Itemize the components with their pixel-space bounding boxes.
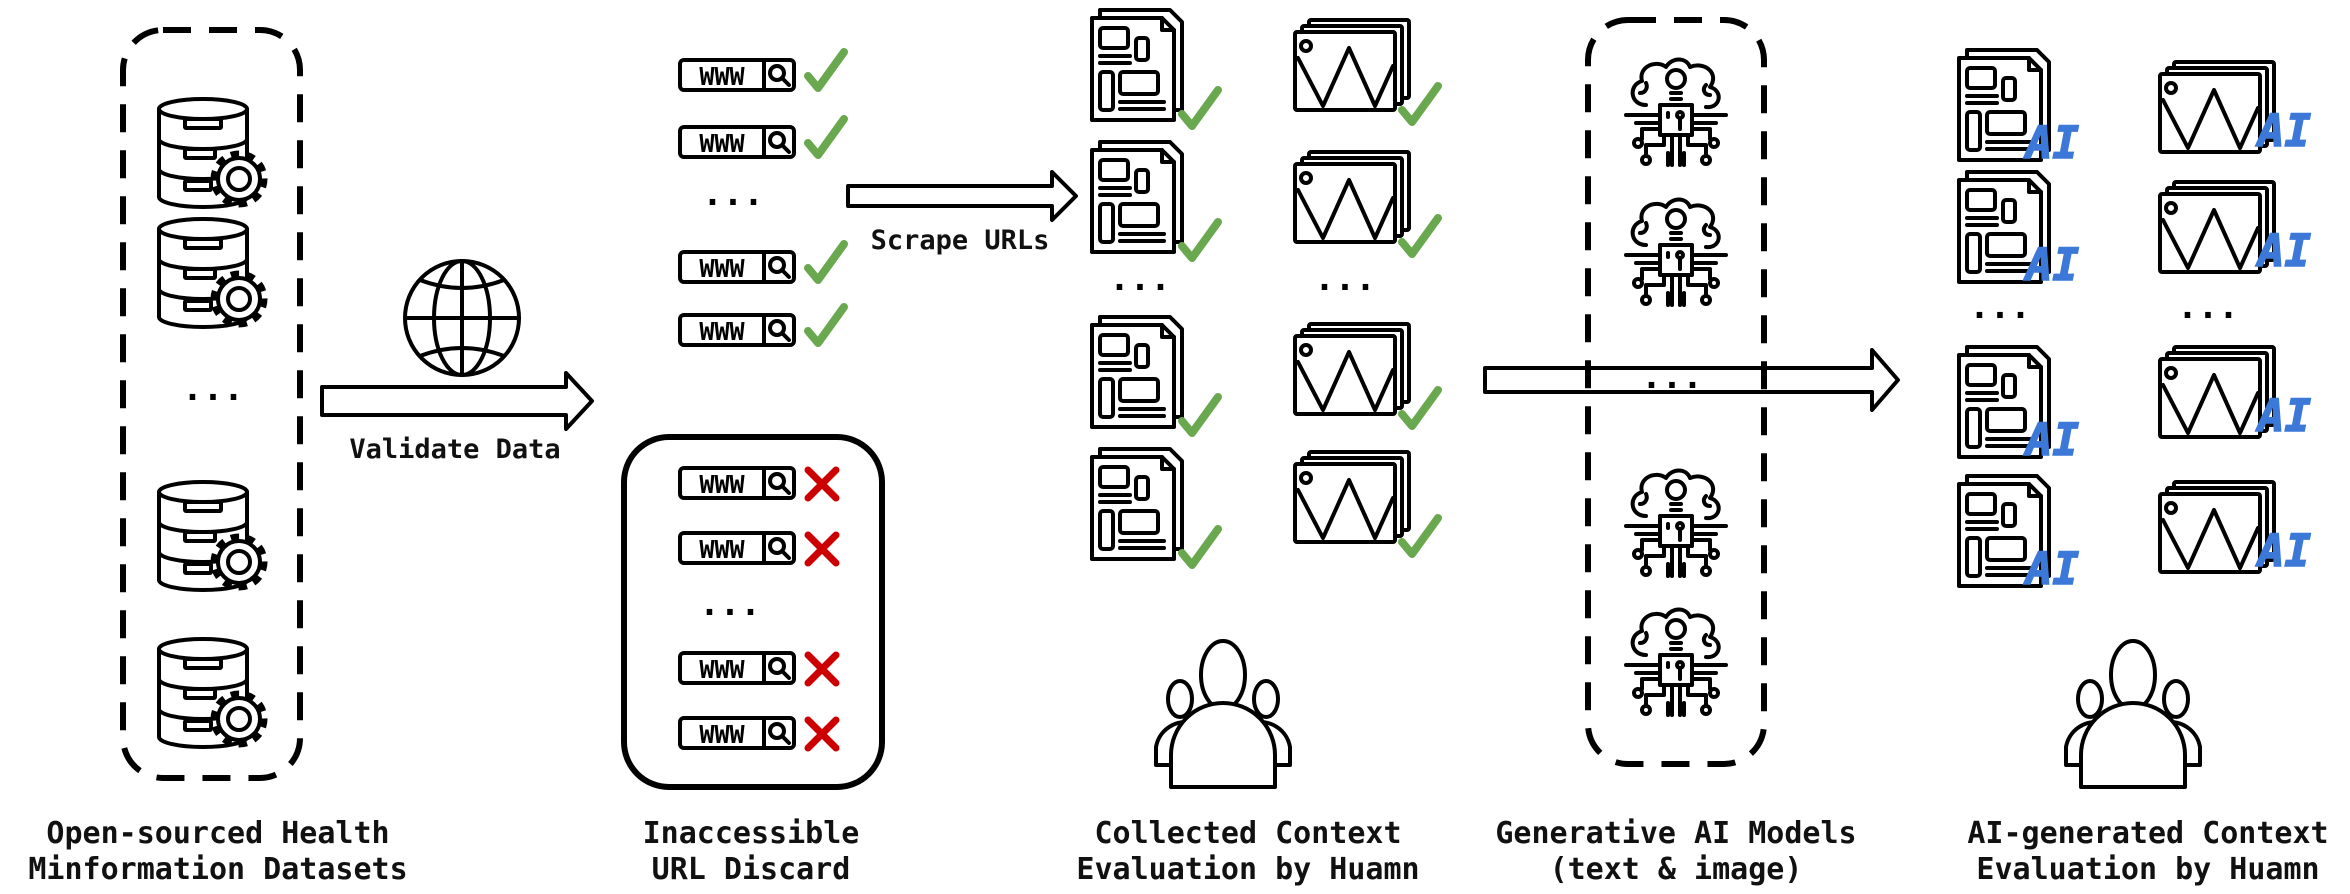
image-stack-icon [2158,345,2276,439]
document-icon [1090,315,1184,429]
check-icon [808,307,844,343]
database-gear-icon [159,219,263,327]
discard-label-line1: Inaccessible [643,816,860,851]
image-stack-icon [2158,480,2276,574]
validate-arrow [320,371,594,431]
url-icon-text: WWW [699,470,745,499]
people-group-icon [1154,639,1292,789]
document-icon [1090,8,1184,122]
cross-icon [808,470,836,498]
ai-brain-circuit-icon [1624,197,1728,307]
ai-brain-circuit-icon [1624,57,1728,167]
ai-badge: AI [2023,544,2079,595]
ai-brain-circuit-icon [1624,468,1728,578]
check-icon [808,244,844,280]
url-icon-text: WWW [699,254,745,283]
models-label-line2: (text & image) [1550,852,1803,887]
ai-images-ellipsis: ... [2177,287,2238,327]
datasets-label-line2: Minformation Datasets [28,852,407,887]
validate-data-label: Validate Data [349,434,560,465]
database-gear-icon [159,99,263,207]
url-icon-text: WWW [699,720,745,749]
database-gear-icon [159,639,263,747]
document-icon [1090,140,1184,254]
collected-images-ellipsis: ... [1314,259,1375,299]
cross-icon [808,535,836,563]
url-icon-text: WWW [699,62,745,91]
ai-docs-ellipsis: ... [1969,287,2030,327]
ai-context-label-line1: AI-generated Context [1967,816,2328,851]
document-icon [1090,447,1184,561]
datasets-label-line1: Open-sourced Health [46,816,389,851]
image-stack-icon [1293,322,1411,416]
url-icon-text: WWW [699,129,745,158]
collected-label-line1: Collected Context [1094,816,1401,851]
database-gear-icon [159,482,263,590]
generate-arrow [1483,348,1900,412]
url-icon-text: WWW [699,317,745,346]
accessible-url-list: WWW WWW WWW WWW [678,52,844,347]
check-icon [1182,397,1218,433]
urls-ellipsis: ... [702,174,763,214]
discard-box [621,434,885,790]
ai-context-label-line2: Evaluation by Huamn [1976,852,2319,887]
discard-ellipsis: ... [699,584,760,624]
scrape-urls-label: Scrape URLs [871,225,1050,256]
url-icon-text: WWW [699,535,745,564]
cross-icon [808,720,836,748]
ai-badge: AI [2023,118,2079,169]
url-icon-text: WWW [699,655,745,684]
arrow-ellipsis: ... [1641,357,1702,397]
check-icon [808,119,844,155]
check-icon [1182,529,1218,565]
ai-badge: AI [2023,240,2079,291]
ai-badge: AI [2255,526,2311,577]
scrape-arrow [846,170,1078,222]
check-icon [808,52,844,88]
image-stack-icon [1293,450,1411,544]
ai-badge: AI [2255,226,2311,277]
datasets-ellipsis: ... [182,369,243,409]
collected-label-line2: Evaluation by Huamn [1076,852,1419,887]
image-stack-icon [2158,60,2276,154]
image-stack-icon [1293,18,1411,112]
ai-badge: AI [2255,391,2311,442]
cross-icon [808,655,836,683]
discard-label-line2: URL Discard [652,852,851,887]
check-icon [1182,222,1218,258]
image-stack-icon [2158,180,2276,274]
collected-docs-ellipsis: ... [1109,259,1170,299]
models-label-line1: Generative AI Models [1495,816,1856,851]
ai-brain-circuit-icon [1624,607,1728,717]
people-group-icon [2064,639,2202,789]
datasets-dashed-group [120,27,303,781]
ai-badge: AI [2255,106,2311,157]
ai-badge: AI [2023,415,2079,466]
check-icon [1182,90,1218,126]
models-dashed-group [1585,17,1767,767]
image-stack-icon [1293,150,1411,244]
inaccessible-url-list: WWW WWW WWW WWW [678,466,836,749]
dataset-icons [159,99,263,747]
globe-icon [403,259,521,377]
ai-generated-context-grid: AI AI AI AI AI AI AI AI [1957,48,2312,596]
